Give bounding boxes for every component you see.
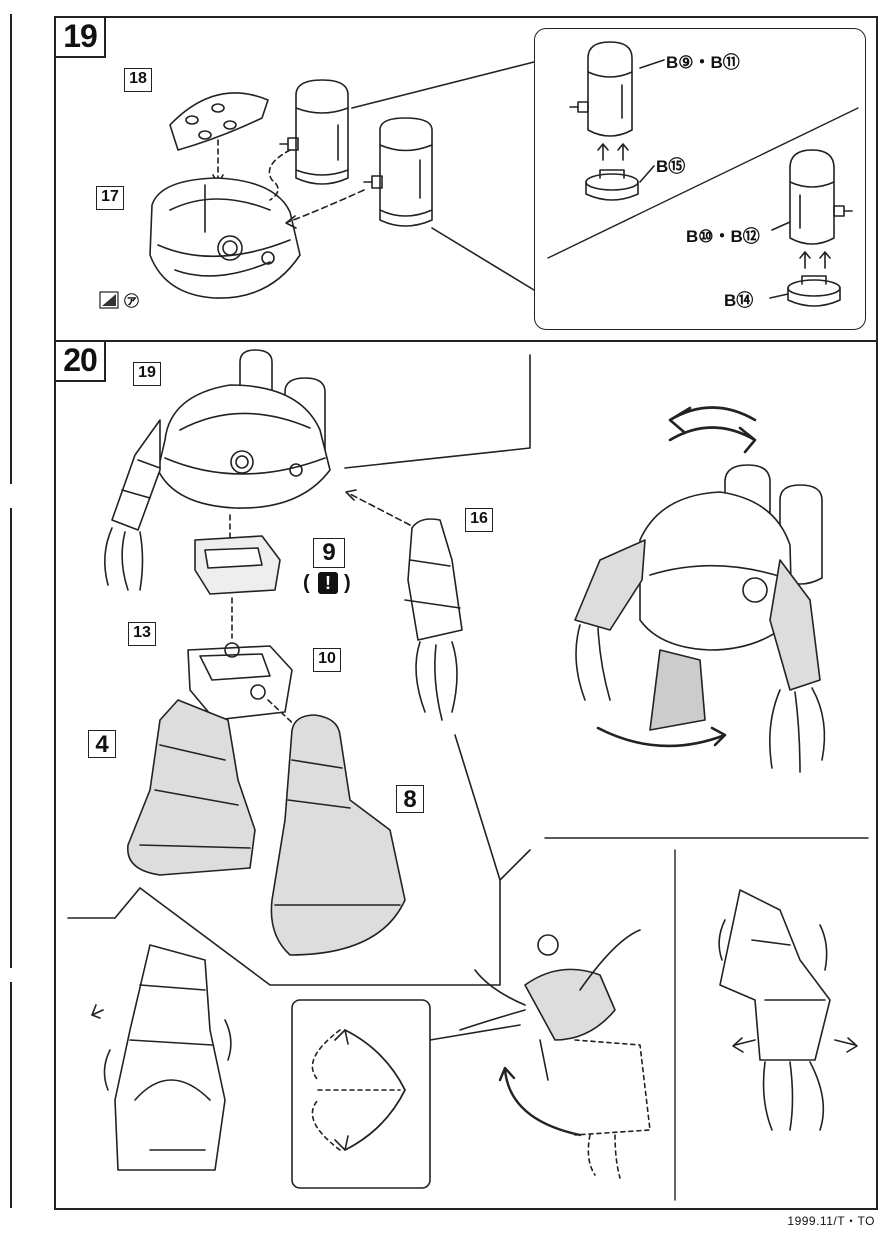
hip-joint-part-illustration xyxy=(187,642,293,721)
backpack-tank-large-illustration xyxy=(363,117,433,227)
arm-arrow xyxy=(345,489,357,501)
part-19-label: 19 xyxy=(133,362,161,386)
inset-arrow xyxy=(597,143,609,161)
part-13-label: 13 xyxy=(128,622,156,646)
inset-tank-lower xyxy=(789,149,853,245)
step-divider xyxy=(54,340,878,342)
detail-leader-left xyxy=(67,887,141,919)
inset-arrow xyxy=(799,251,811,269)
sticker-icon xyxy=(99,291,119,309)
callout-b9-b11: B⑨・B⑪ xyxy=(666,53,740,72)
claw-rotation-detail-illustration xyxy=(311,1029,406,1151)
callout-b15: B⑮ xyxy=(656,157,686,176)
part-16-label: 16 xyxy=(465,508,493,532)
inset-cap-lower xyxy=(787,275,841,307)
small-tank-guide xyxy=(268,149,291,201)
inset-divider-diagonal xyxy=(547,107,859,259)
torso-part-illustration xyxy=(149,177,301,299)
caution-icon: ! xyxy=(318,572,338,594)
left-page-edge xyxy=(0,14,12,1214)
head-dome-part-illustration xyxy=(169,92,269,151)
left-arm-claw-illustration xyxy=(104,419,161,591)
part-8-label: 8 xyxy=(396,785,424,813)
claw-hand-illustration xyxy=(459,929,651,1179)
print-code: 1999.11/T・TO xyxy=(787,1214,875,1228)
inset-cap-upper xyxy=(585,169,639,201)
part-17-label: 17 xyxy=(96,186,124,210)
backpack-tank-small-illustration xyxy=(279,79,349,185)
inset-leader-bottom xyxy=(431,227,535,291)
large-tank-guide xyxy=(287,189,365,223)
inset-label-leader xyxy=(771,221,791,231)
assembled-mobile-suit-illustration xyxy=(574,406,826,773)
claw-detail-box xyxy=(291,999,431,1189)
inset-arrow xyxy=(819,251,831,269)
inset-arrow xyxy=(617,143,629,161)
inset-label-leader xyxy=(639,59,665,69)
part-10-label: 10 xyxy=(313,648,341,672)
arm-articulation-detail-illustration xyxy=(718,889,858,1131)
left-leg-part-illustration xyxy=(127,699,256,876)
detail-leader-frame xyxy=(139,849,531,986)
inset-label-leader xyxy=(639,165,655,183)
left-edge-segment xyxy=(0,508,12,968)
detail-leader-arm xyxy=(454,734,501,881)
leg-joint-detail-illustration xyxy=(91,944,232,1171)
left-edge-segment xyxy=(0,982,12,1208)
claw-detail-leader xyxy=(429,1024,521,1041)
arm-guide xyxy=(349,493,411,526)
inset-label-leader xyxy=(769,293,789,299)
part-9-label: 9 xyxy=(313,538,345,568)
instruction-frame xyxy=(54,16,878,1210)
right-leg-part-illustration xyxy=(270,714,406,956)
part-4-label: 4 xyxy=(88,730,116,758)
waist-joint-part-illustration xyxy=(194,535,281,595)
left-edge-segment xyxy=(0,14,12,484)
upper-body-assembled-illustration xyxy=(157,349,331,509)
callout-b14: B⑭ xyxy=(724,291,754,310)
sticker-a-label: ㋐ xyxy=(124,293,140,310)
inset-tank-upper xyxy=(569,41,633,137)
upper-body-leader xyxy=(344,354,531,469)
inset-leader-top xyxy=(351,61,535,109)
caution-paren-close: ) xyxy=(344,572,351,594)
step-20-number: 20 xyxy=(54,340,106,382)
caution-paren-open: ( xyxy=(303,572,310,594)
right-arm-part-illustration xyxy=(404,518,463,721)
callout-b10-b12: B⑩・B⑫ xyxy=(686,227,760,246)
large-tank-arrow xyxy=(285,215,297,229)
part-18-label: 18 xyxy=(124,68,152,92)
step-19-number: 19 xyxy=(54,16,106,58)
